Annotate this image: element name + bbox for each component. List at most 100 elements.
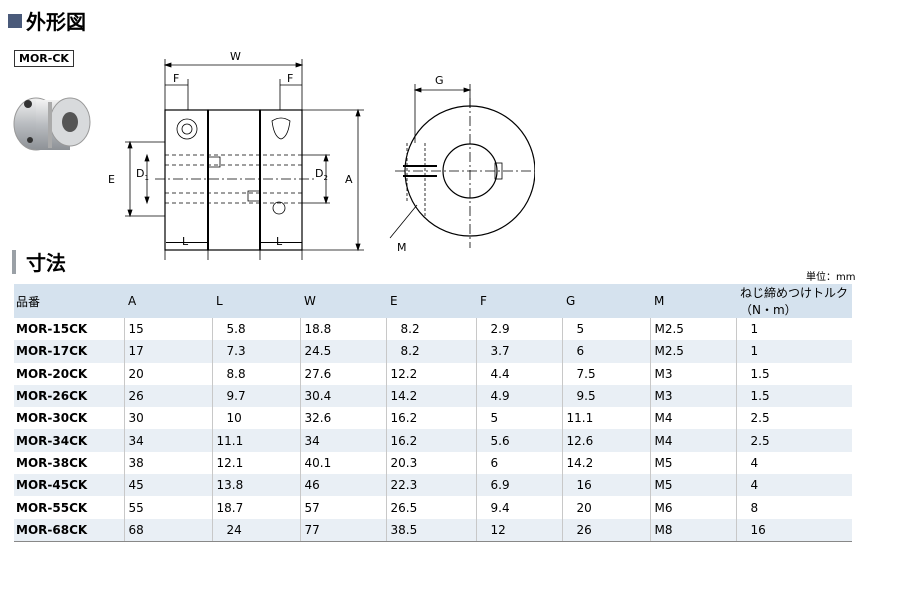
table-cell: 38.5	[385, 518, 476, 542]
table-cell: 14.2	[561, 451, 650, 475]
table-cell: 8	[735, 496, 852, 519]
label-F-right: F	[287, 72, 293, 85]
table-cell: 1	[735, 318, 852, 341]
table-cell: 6	[475, 451, 562, 475]
table-cell: 8.2	[385, 340, 476, 363]
table-cell: MOR-55CK	[16, 500, 88, 515]
table-cell: MOR-34CK	[14, 429, 124, 452]
table-cell: M5	[649, 451, 736, 475]
table-cell: 8.8	[211, 362, 300, 385]
table-cell: 20	[561, 496, 650, 519]
dims-heading-text: 寸法	[26, 251, 66, 275]
table-cell: 7.5	[561, 362, 650, 385]
table-cell: 20	[123, 362, 212, 385]
heading-bar-icon	[12, 249, 16, 274]
label-A: A	[345, 173, 353, 186]
table-cell: 34	[123, 429, 212, 452]
table-cell: 12	[475, 518, 562, 542]
label-D2: D2	[315, 167, 328, 182]
table-cell: MOR-45CK	[14, 474, 124, 497]
table-cell: 24	[211, 518, 300, 542]
table-cell: 77	[299, 518, 386, 542]
table-cell: 45	[123, 474, 212, 497]
label-F-left: F	[173, 72, 179, 85]
label-M: M	[397, 241, 407, 254]
table-cell: M3	[649, 362, 736, 385]
table-cell: 26.5	[385, 496, 476, 519]
header-W: W	[300, 284, 386, 318]
table-cell: M2.5	[649, 318, 736, 341]
heading-square-icon	[8, 13, 22, 28]
table-cell: M8	[649, 518, 736, 542]
table-cell: 7.3	[211, 340, 300, 363]
table-cell: 5	[561, 318, 650, 341]
table-cell: 12.1	[211, 451, 300, 475]
table-cell: M5	[649, 474, 736, 497]
table-cell: 6	[561, 340, 650, 363]
unit-note: 単位：mm	[806, 272, 856, 283]
table-cell: 34	[299, 429, 386, 452]
table-cell: 16	[735, 518, 852, 542]
table-cell: 10	[211, 407, 300, 430]
table-cell: MOR-68CK	[14, 518, 124, 542]
side-view-drawing: W F F E D1 D2 A	[108, 50, 364, 260]
table-cell: 1.5	[735, 384, 852, 408]
table-cell: 46	[299, 474, 386, 497]
table-cell: 11.1	[211, 429, 300, 452]
header-G: G	[562, 284, 650, 318]
product-photo	[13, 97, 91, 151]
table-cell: 6.9	[475, 474, 562, 497]
table-cell: 4	[735, 474, 852, 497]
table-cell: 68	[123, 518, 212, 542]
table-cell: 18.7	[211, 496, 300, 519]
table-cell: 57	[299, 496, 386, 519]
L-dim-right	[260, 242, 302, 243]
label-L-right: L	[276, 235, 283, 248]
table-cell: 18.8	[299, 318, 386, 341]
table-cell: M4	[649, 429, 736, 452]
table-cell: MOR-26CK	[14, 384, 124, 408]
header-M: M	[650, 284, 736, 318]
dims-heading: 寸法	[12, 247, 66, 276]
table-cell: 30.4	[299, 384, 386, 408]
label-G: G	[435, 74, 444, 87]
table-cell: 12.2	[385, 362, 476, 385]
header-torque: ねじ締めつけトルク（N・m）	[736, 284, 852, 318]
end-view-drawing: G M	[389, 74, 535, 254]
table-cell: 20.3	[385, 451, 476, 475]
table-cell: 1	[735, 340, 852, 363]
table-cell: 9.5	[561, 384, 650, 408]
table-cell: 22.3	[385, 474, 476, 497]
table-cell: 24.5	[299, 340, 386, 363]
table-cell: MOR-15CK	[16, 322, 88, 337]
table-cell: M4	[649, 407, 736, 430]
outline-heading: 外形図	[8, 6, 86, 35]
table-cell: 9.7	[211, 384, 300, 408]
table-cell: 11.1	[561, 407, 650, 430]
header-part-number: 品番	[14, 284, 124, 318]
table-cell: 13.8	[211, 474, 300, 497]
table-cell: 2.5	[735, 429, 852, 452]
table-cell: 5.8	[211, 318, 300, 341]
header-L: L	[212, 284, 300, 318]
table-cell: 16	[561, 474, 650, 497]
table-cell: 30	[123, 407, 212, 430]
dimensions-table: 品番 A L W E F G M ねじ締めつけトルク（N・m） MOR-15CK…	[14, 284, 852, 542]
table-cell: 26	[123, 384, 212, 408]
table-cell: 16.2	[385, 407, 476, 430]
header-F: F	[476, 284, 562, 318]
outline-heading-text: 外形図	[26, 10, 86, 34]
table-header-row: 品番 A L W E F G M ねじ締めつけトルク（N・m）	[14, 284, 852, 318]
table-cell: 4	[735, 451, 852, 475]
table-cell: 5.6	[475, 429, 562, 452]
label-E: E	[108, 173, 115, 186]
table-cell: 4.9	[475, 384, 562, 408]
